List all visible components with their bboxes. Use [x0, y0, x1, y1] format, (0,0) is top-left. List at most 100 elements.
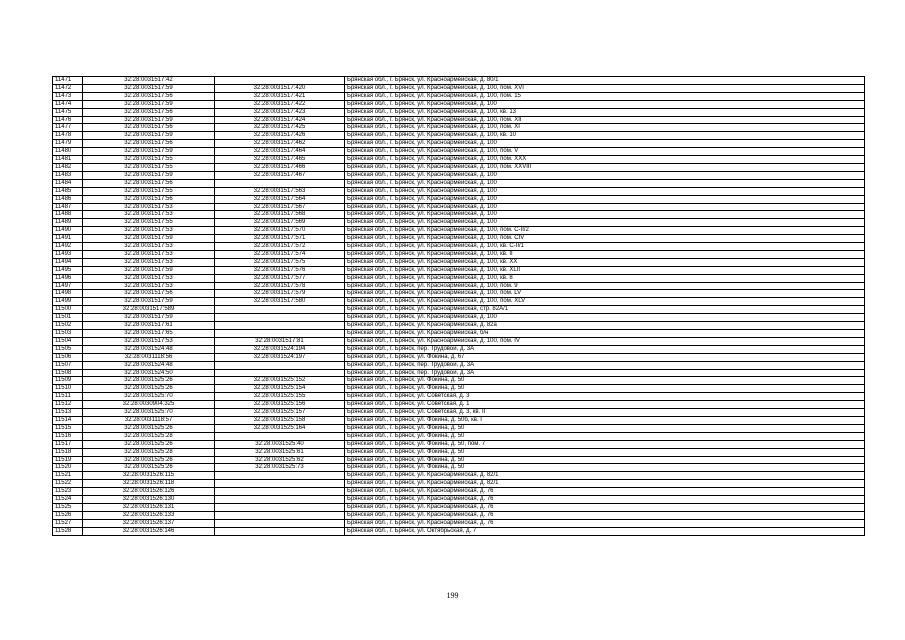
- address-cell: Брянская обл., г. Брянск, ул. Красноарме…: [344, 234, 865, 244]
- cadastral-number-cell: 32:28:0031526:118: [82, 479, 215, 489]
- related-cadastral-number-cell: [214, 479, 345, 489]
- related-cadastral-number-cell: 32:28:0031525:155: [214, 392, 345, 402]
- row-number-cell: 11516: [52, 431, 83, 441]
- row-number-cell: 11488: [52, 210, 83, 220]
- cadastral-number-cell: 32:28:0031517:55: [82, 186, 215, 196]
- address-cell: Брянская обл., г. Брянск, ул. Красноарме…: [344, 202, 865, 212]
- address-cell: Брянская обл., г. Брянск, ул. Красноарме…: [344, 281, 865, 291]
- cadastral-number-cell: 32:28:0031517:56: [82, 178, 215, 188]
- related-cadastral-number-cell: 32:28:0031525:73: [214, 463, 345, 473]
- cadastral-number-cell: 32:28:0031118:57: [82, 415, 215, 425]
- related-cadastral-number-cell: 32:28:0031517:467: [214, 170, 345, 180]
- cadastral-number-cell: 32:28:0031525:28: [82, 431, 215, 441]
- related-cadastral-number-cell: 32:28:0031517:422: [214, 99, 345, 109]
- row-number-cell: 11505: [52, 344, 83, 354]
- row-number-cell: 11509: [52, 376, 83, 386]
- address-cell: Брянская обл., г. Брянск, ул. Красноарме…: [344, 289, 865, 299]
- row-number-cell: 11484: [52, 178, 83, 188]
- address-cell: Брянская обл., г. Брянск, ул. Красноарме…: [344, 321, 865, 330]
- row-number-cell: 11528: [52, 526, 83, 536]
- related-cadastral-number-cell: [214, 305, 345, 315]
- row-number-cell: 11478: [52, 131, 83, 141]
- cadastral-number-cell: 32:28:0031517:53: [82, 210, 215, 220]
- cadastral-number-cell: 32:28:0031517:56: [82, 107, 215, 117]
- row-number-cell: 11507: [52, 360, 83, 370]
- row-number-cell: 11487: [52, 202, 83, 212]
- row-number-cell: 11501: [52, 313, 83, 323]
- cadastral-number-cell: 32:28:0031524:50: [82, 368, 215, 378]
- row-number-cell: 11502: [52, 321, 83, 330]
- related-cadastral-number-cell: 32:28:0031525:154: [214, 384, 345, 394]
- address-cell: Брянская обл., г. Брянск, ул. Советская,…: [344, 408, 865, 417]
- address-cell: Брянская обл., г. Брянск, ул. Красноарме…: [344, 336, 865, 346]
- cadastral-number-cell: 32:28:0031517:59: [82, 147, 215, 157]
- cadastral-number-cell: 32:28:0031526:126: [82, 487, 215, 497]
- cadastral-number-cell: 32:28:0031517:59: [82, 297, 215, 307]
- row-number-cell: 11481: [52, 155, 83, 164]
- row-number-cell: 11504: [52, 336, 83, 346]
- row-number-cell: 11493: [52, 249, 83, 259]
- page-number: 199: [446, 591, 459, 600]
- related-cadastral-number-cell: 32:28:0031517:421: [214, 91, 345, 101]
- address-cell: Брянская обл., г. Брянск, ул. Красноарме…: [344, 170, 865, 180]
- address-cell: Брянская обл., г. Брянск, ул. Красноарме…: [344, 226, 865, 236]
- row-number-cell: 11512: [52, 400, 83, 410]
- related-cadastral-number-cell: 32:28:0031517:578: [214, 281, 345, 291]
- related-cadastral-number-cell: 32:28:0031517:569: [214, 218, 345, 228]
- cadastral-number-cell: 32:28:0031517:56: [82, 91, 215, 101]
- cadastral-number-cell: 32:28:0031525:28: [82, 447, 215, 457]
- cadastral-number-cell: 32:28:0031524:48: [82, 344, 215, 354]
- address-cell: Брянская обл., г. Брянск, ул. Красноарме…: [344, 107, 865, 117]
- cadastral-number-cell: 32:28:0031118:56: [82, 352, 215, 362]
- address-cell: Брянская обл., г. Брянск, ул. Октябрьска…: [344, 526, 865, 536]
- cadastral-number-cell: 32:28:0031526:131: [82, 502, 215, 512]
- related-cadastral-number-cell: 32:28:0031517:420: [214, 83, 345, 93]
- related-cadastral-number-cell: 32:28:0031525:156: [214, 400, 345, 410]
- address-cell: Брянская обл., г. Брянск, ул. Красноарме…: [344, 495, 865, 504]
- related-cadastral-number-cell: 32:28:0031517:425: [214, 123, 345, 133]
- row-number-cell: 11485: [52, 186, 83, 196]
- cadastral-number-cell: 32:28:0031517:589: [82, 305, 215, 315]
- row-number-cell: 11492: [52, 242, 83, 251]
- cadastral-number-cell: 32:28:0031517:42: [82, 76, 215, 85]
- related-cadastral-number-cell: [214, 321, 345, 330]
- related-cadastral-number-cell: 32:28:0031517:580: [214, 297, 345, 307]
- cadastral-number-cell: 32:28:0031517:56: [82, 194, 215, 204]
- related-cadastral-number-cell: 32:28:0031525:62: [214, 455, 345, 465]
- related-cadastral-number-cell: 32:28:0031517:81: [214, 336, 345, 346]
- cadastral-number-cell: 32:28:0031517:59: [82, 115, 215, 125]
- address-cell: Брянская обл., г. Брянск, ул. Красноарме…: [344, 242, 865, 251]
- address-cell: Брянская обл., г. Брянск, ул. Красноарме…: [344, 518, 865, 528]
- row-number-cell: 11525: [52, 502, 83, 512]
- address-cell: Брянская обл., г. Брянск, ул. Красноарме…: [344, 249, 865, 259]
- row-number-cell: 11480: [52, 147, 83, 157]
- cadastral-number-cell: 32:28:0031517:53: [82, 249, 215, 259]
- cadastral-number-cell: 32:28:0031517:59: [82, 265, 215, 275]
- address-cell: Брянская обл., г. Брянск, ул. Красноарме…: [344, 76, 865, 85]
- cadastral-number-cell: 32:28:0031526:130: [82, 495, 215, 504]
